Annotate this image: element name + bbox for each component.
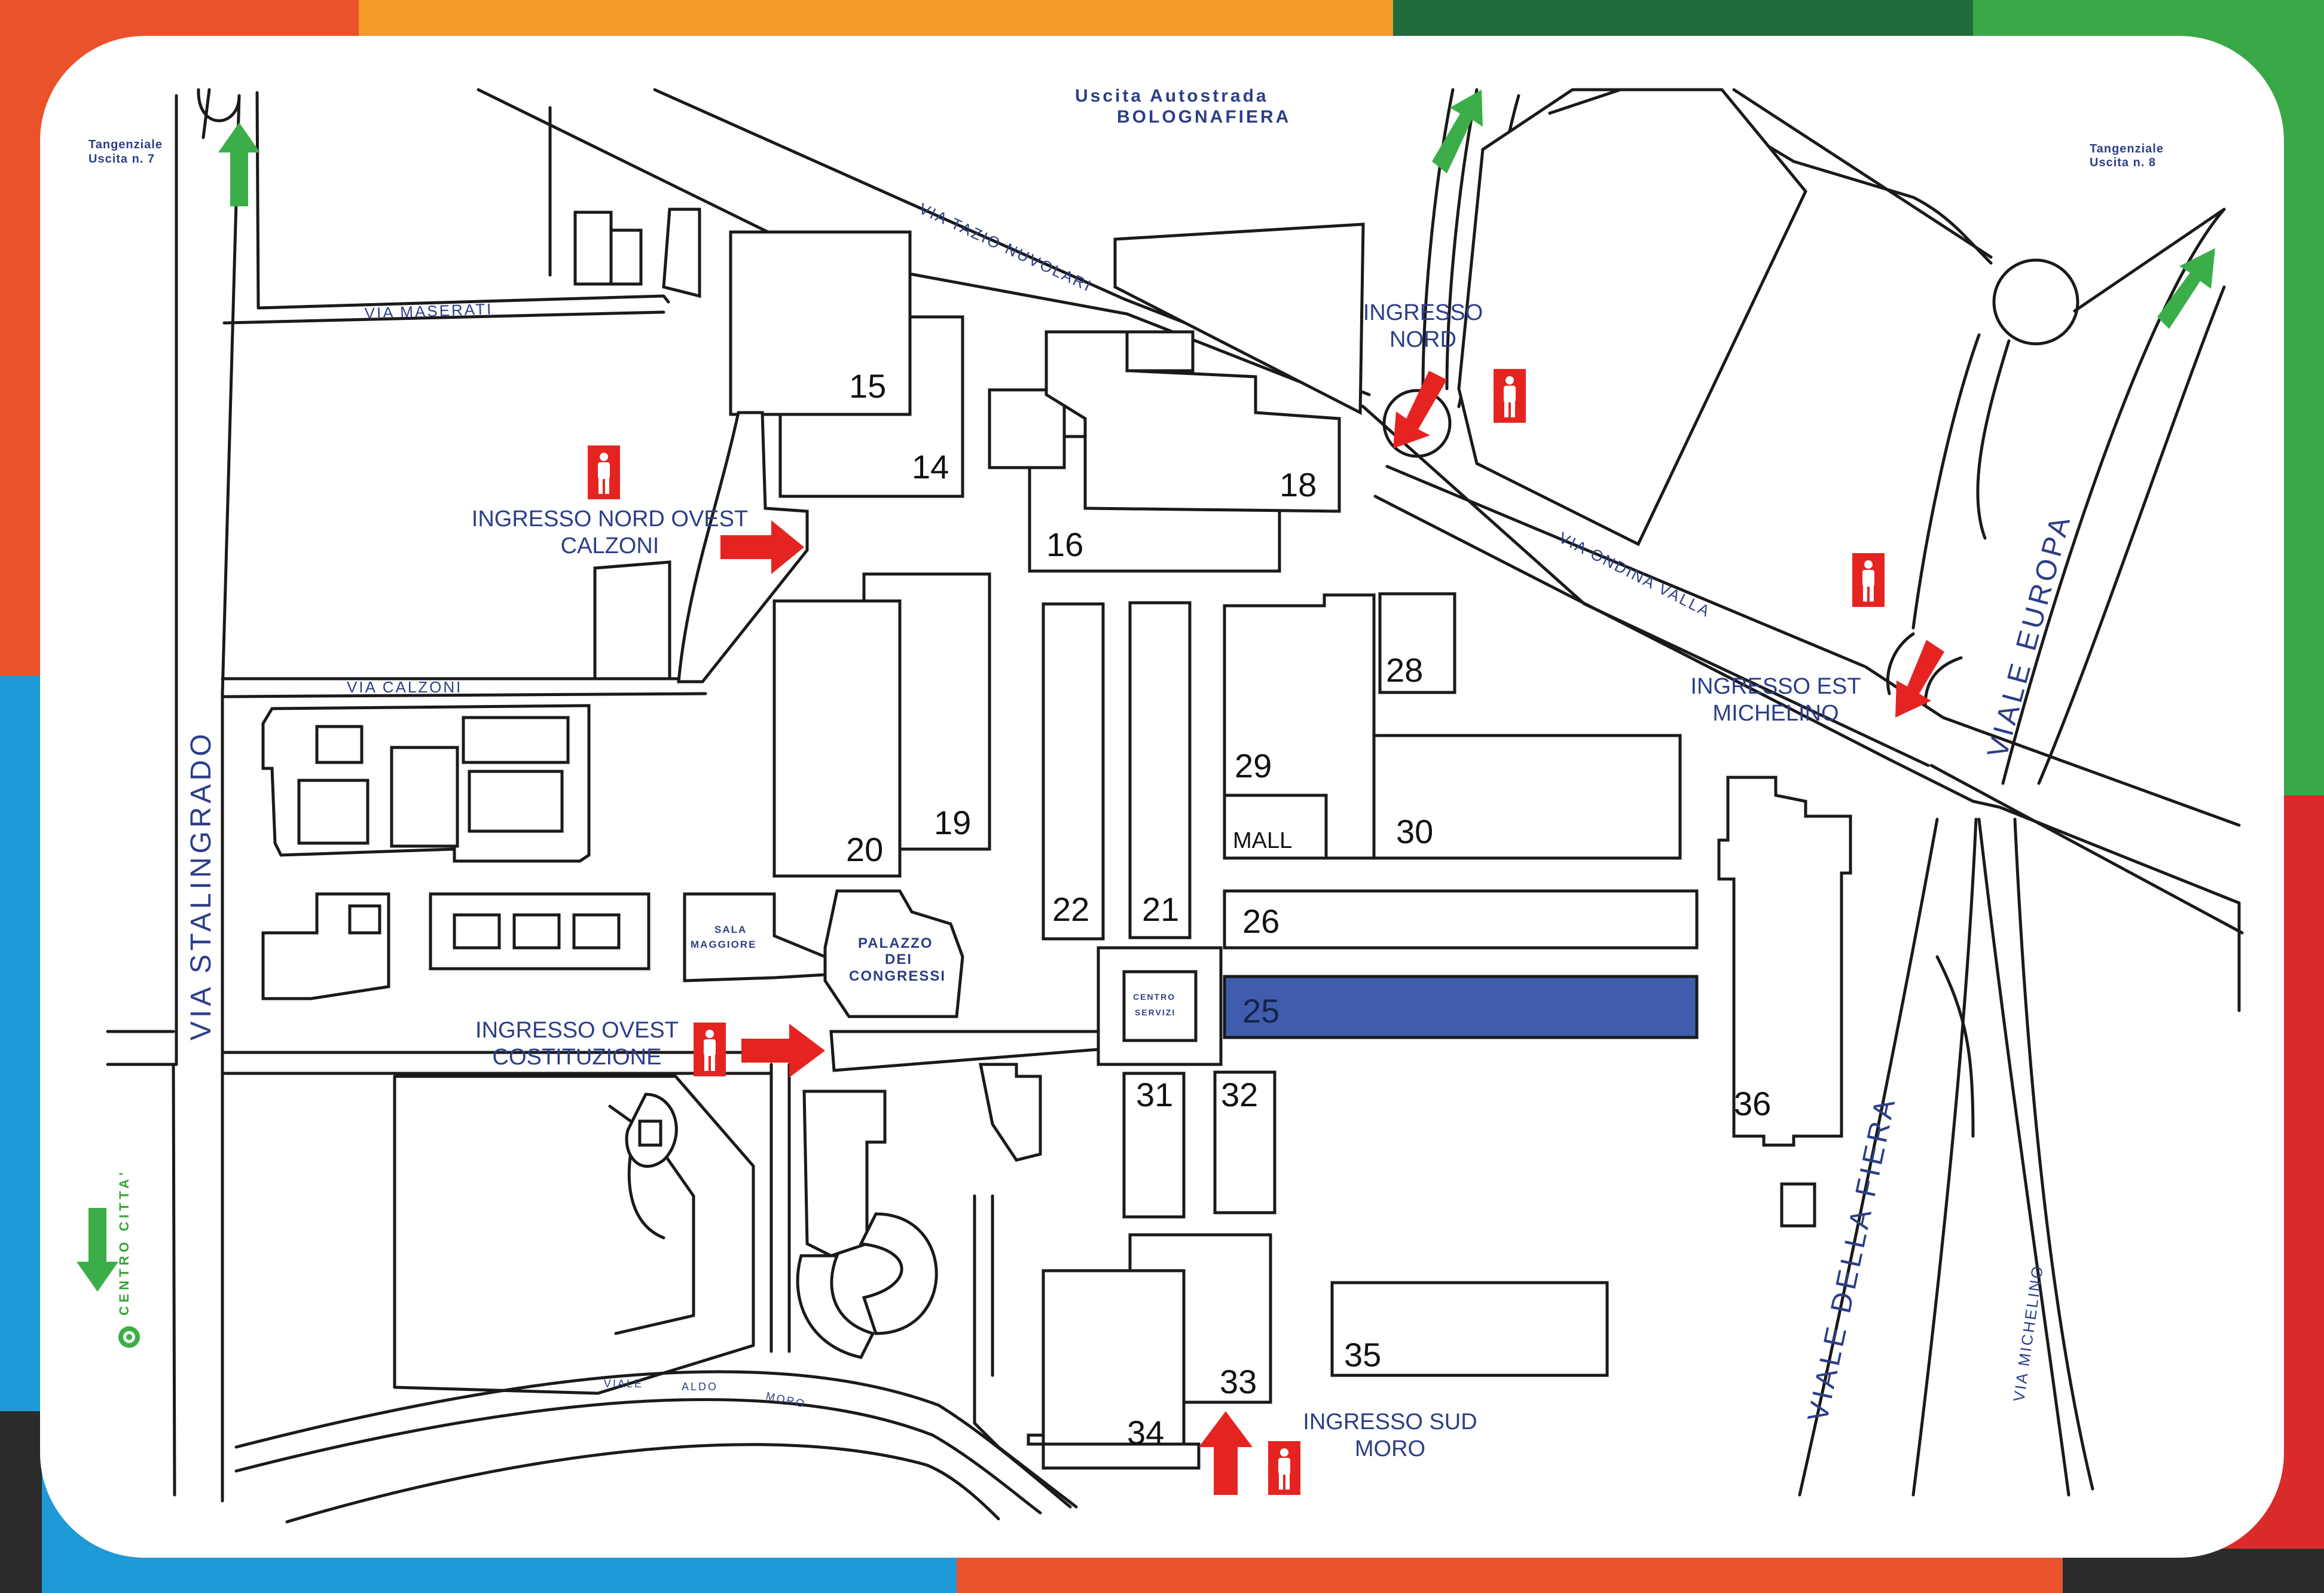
- pavilion-30: 30: [1396, 813, 1433, 850]
- exit-arrow-city: [77, 1208, 118, 1292]
- pavilion-31-shape: [1122, 1072, 1186, 1219]
- street-calzoni: VIA CALZONI: [347, 678, 462, 696]
- pavilion-labels: 15 14 18 16 28 29 MALL 30 19 20 22 21 26…: [691, 367, 1771, 1451]
- exit-arrow-north-west: [218, 123, 260, 206]
- sala-maggiore-line2: MAGGIORE: [691, 939, 756, 950]
- pavilion-30-shape: [1372, 734, 1682, 860]
- exit-arrow-north: [1432, 90, 1483, 173]
- pavilion-26-shape: [1223, 889, 1699, 950]
- pavilion-26: 26: [1242, 902, 1279, 940]
- pavilion-31: 31: [1136, 1076, 1173, 1113]
- entrance-nord-arrow: [1393, 371, 1447, 448]
- entrance-nord-person-icon: [1494, 369, 1526, 423]
- entrance-sud-line2: MORO: [1355, 1436, 1425, 1461]
- centro-servizi-line2: SERVIZI: [1135, 1008, 1175, 1017]
- entrance-ovest-line1: INGRESSO OVEST: [475, 1018, 679, 1043]
- palazzo-line2: DEI: [885, 951, 912, 968]
- highway-exit-line2: BOLOGNAFIERA: [1117, 107, 1291, 127]
- entrance-ovest-arrow: [741, 1024, 825, 1078]
- exit-arrow-east: [2157, 248, 2215, 329]
- frame-dark: [0, 1411, 42, 1593]
- pavilion-21: 21: [1142, 890, 1179, 928]
- palazzo-line1: PALAZZO: [858, 935, 933, 951]
- pavilion-28: 28: [1386, 651, 1423, 689]
- entrance-est-person-icon: [1852, 553, 1885, 607]
- entrances: INGRESSO NORD INGRESSO NORD OVEST CALZON…: [472, 300, 1944, 1495]
- street-fiera: VIALE DELLA FIERA: [1802, 1093, 1902, 1424]
- street-michelino: VIA MICHELINO: [2010, 1264, 2047, 1403]
- street-aldo-moro-3: MORO: [765, 1390, 807, 1410]
- street-stalingrado: VIA STALINGRADO: [185, 730, 217, 1040]
- street-maserati: VIA MASERATI: [364, 300, 493, 322]
- pavilion-33: 33: [1220, 1363, 1257, 1400]
- entrance-nord-ovest-person-icon: [588, 445, 620, 499]
- entrance-est-arrow: [1895, 640, 1944, 718]
- pavilion-19: 19: [934, 804, 971, 841]
- pavilion-15-shape: [729, 230, 912, 416]
- frame-orange: [359, 0, 1435, 42]
- entrance-nord-line2: NORD: [1389, 327, 1456, 352]
- pavilion-35-shape: [1330, 1281, 1609, 1377]
- street-aldo-moro-2: ALDO: [682, 1381, 718, 1393]
- pavilion-35: 35: [1344, 1336, 1381, 1374]
- pavilion-22: 22: [1052, 890, 1089, 928]
- sala-maggiore-line1: SALA: [714, 924, 747, 935]
- highway-exit-line1: Uscita Autostrada: [1075, 86, 1269, 106]
- pavilion-34-shape: [1042, 1269, 1186, 1470]
- entrance-nord-ovest-line1: INGRESSO NORD OVEST: [472, 506, 748, 532]
- fair-map: 15 14 18 16 28 29 MALL 30 19 20 22 21 26…: [77, 86, 2244, 1524]
- buildings: [261, 88, 1852, 1470]
- tangenziale-7-line1: Tangenziale: [88, 138, 163, 151]
- mall-label: MALL: [1233, 828, 1292, 853]
- pavilion-32: 32: [1221, 1076, 1258, 1113]
- map-card: 15 14 18 16 28 29 MALL 30 19 20 22 21 26…: [40, 36, 2284, 1558]
- pavilion-18: 18: [1279, 466, 1317, 503]
- pavilion-20: 20: [846, 831, 883, 868]
- tangenziale-7-line2: Uscita n. 7: [88, 152, 155, 166]
- pavilion-25: 25: [1242, 992, 1279, 1030]
- palazzo-line3: CONGRESSI: [849, 968, 946, 984]
- pavilion-34: 34: [1127, 1414, 1164, 1451]
- entrance-nord-line1: INGRESSO: [1363, 300, 1483, 325]
- entrance-nord-ovest-line2: CALZONI: [561, 533, 659, 559]
- pavilion-28-shape: [1378, 592, 1456, 694]
- tangenziale-8-line2: Uscita n. 8: [2090, 156, 2156, 169]
- pavilion-32-shape: [1213, 1070, 1276, 1214]
- entrance-nord-ovest-arrow: [720, 520, 804, 574]
- street-aldo-moro-1: VIALE: [604, 1378, 643, 1390]
- pavilion-16: 16: [1046, 526, 1083, 563]
- pavilion-36: 36: [1734, 1085, 1771, 1122]
- pavilion-14: 14: [912, 448, 949, 486]
- pavilion-22-shape: [1042, 602, 1105, 941]
- entrance-ovest-person-icon: [694, 1023, 726, 1076]
- frame-dark-green: [1393, 0, 1991, 42]
- pavilion-21-shape: [1128, 601, 1192, 939]
- entrance-est-line1: INGRESSO EST: [1690, 674, 1861, 699]
- exit-arrows: [77, 90, 2215, 1348]
- centro-citta-label: CENTRO CITTA': [117, 1169, 132, 1316]
- tangenziale-8-line1: Tangenziale: [2090, 142, 2164, 155]
- centro-servizi-line1: CENTRO: [1133, 992, 1175, 1002]
- pavilion-25-shape: [1223, 975, 1699, 1039]
- entrance-ovest-line2: COSTITUZIONE: [493, 1045, 662, 1070]
- entrance-sud-line1: INGRESSO SUD: [1303, 1409, 1477, 1435]
- entrance-sud-arrow: [1199, 1411, 1253, 1495]
- pavilion-29: 29: [1235, 747, 1272, 785]
- entrance-est-line2: MICHELINO: [1712, 701, 1839, 726]
- pavilion-15: 15: [849, 367, 886, 405]
- pavilion-20-shape: [772, 599, 902, 878]
- entrance-sud-person-icon: [1268, 1441, 1300, 1495]
